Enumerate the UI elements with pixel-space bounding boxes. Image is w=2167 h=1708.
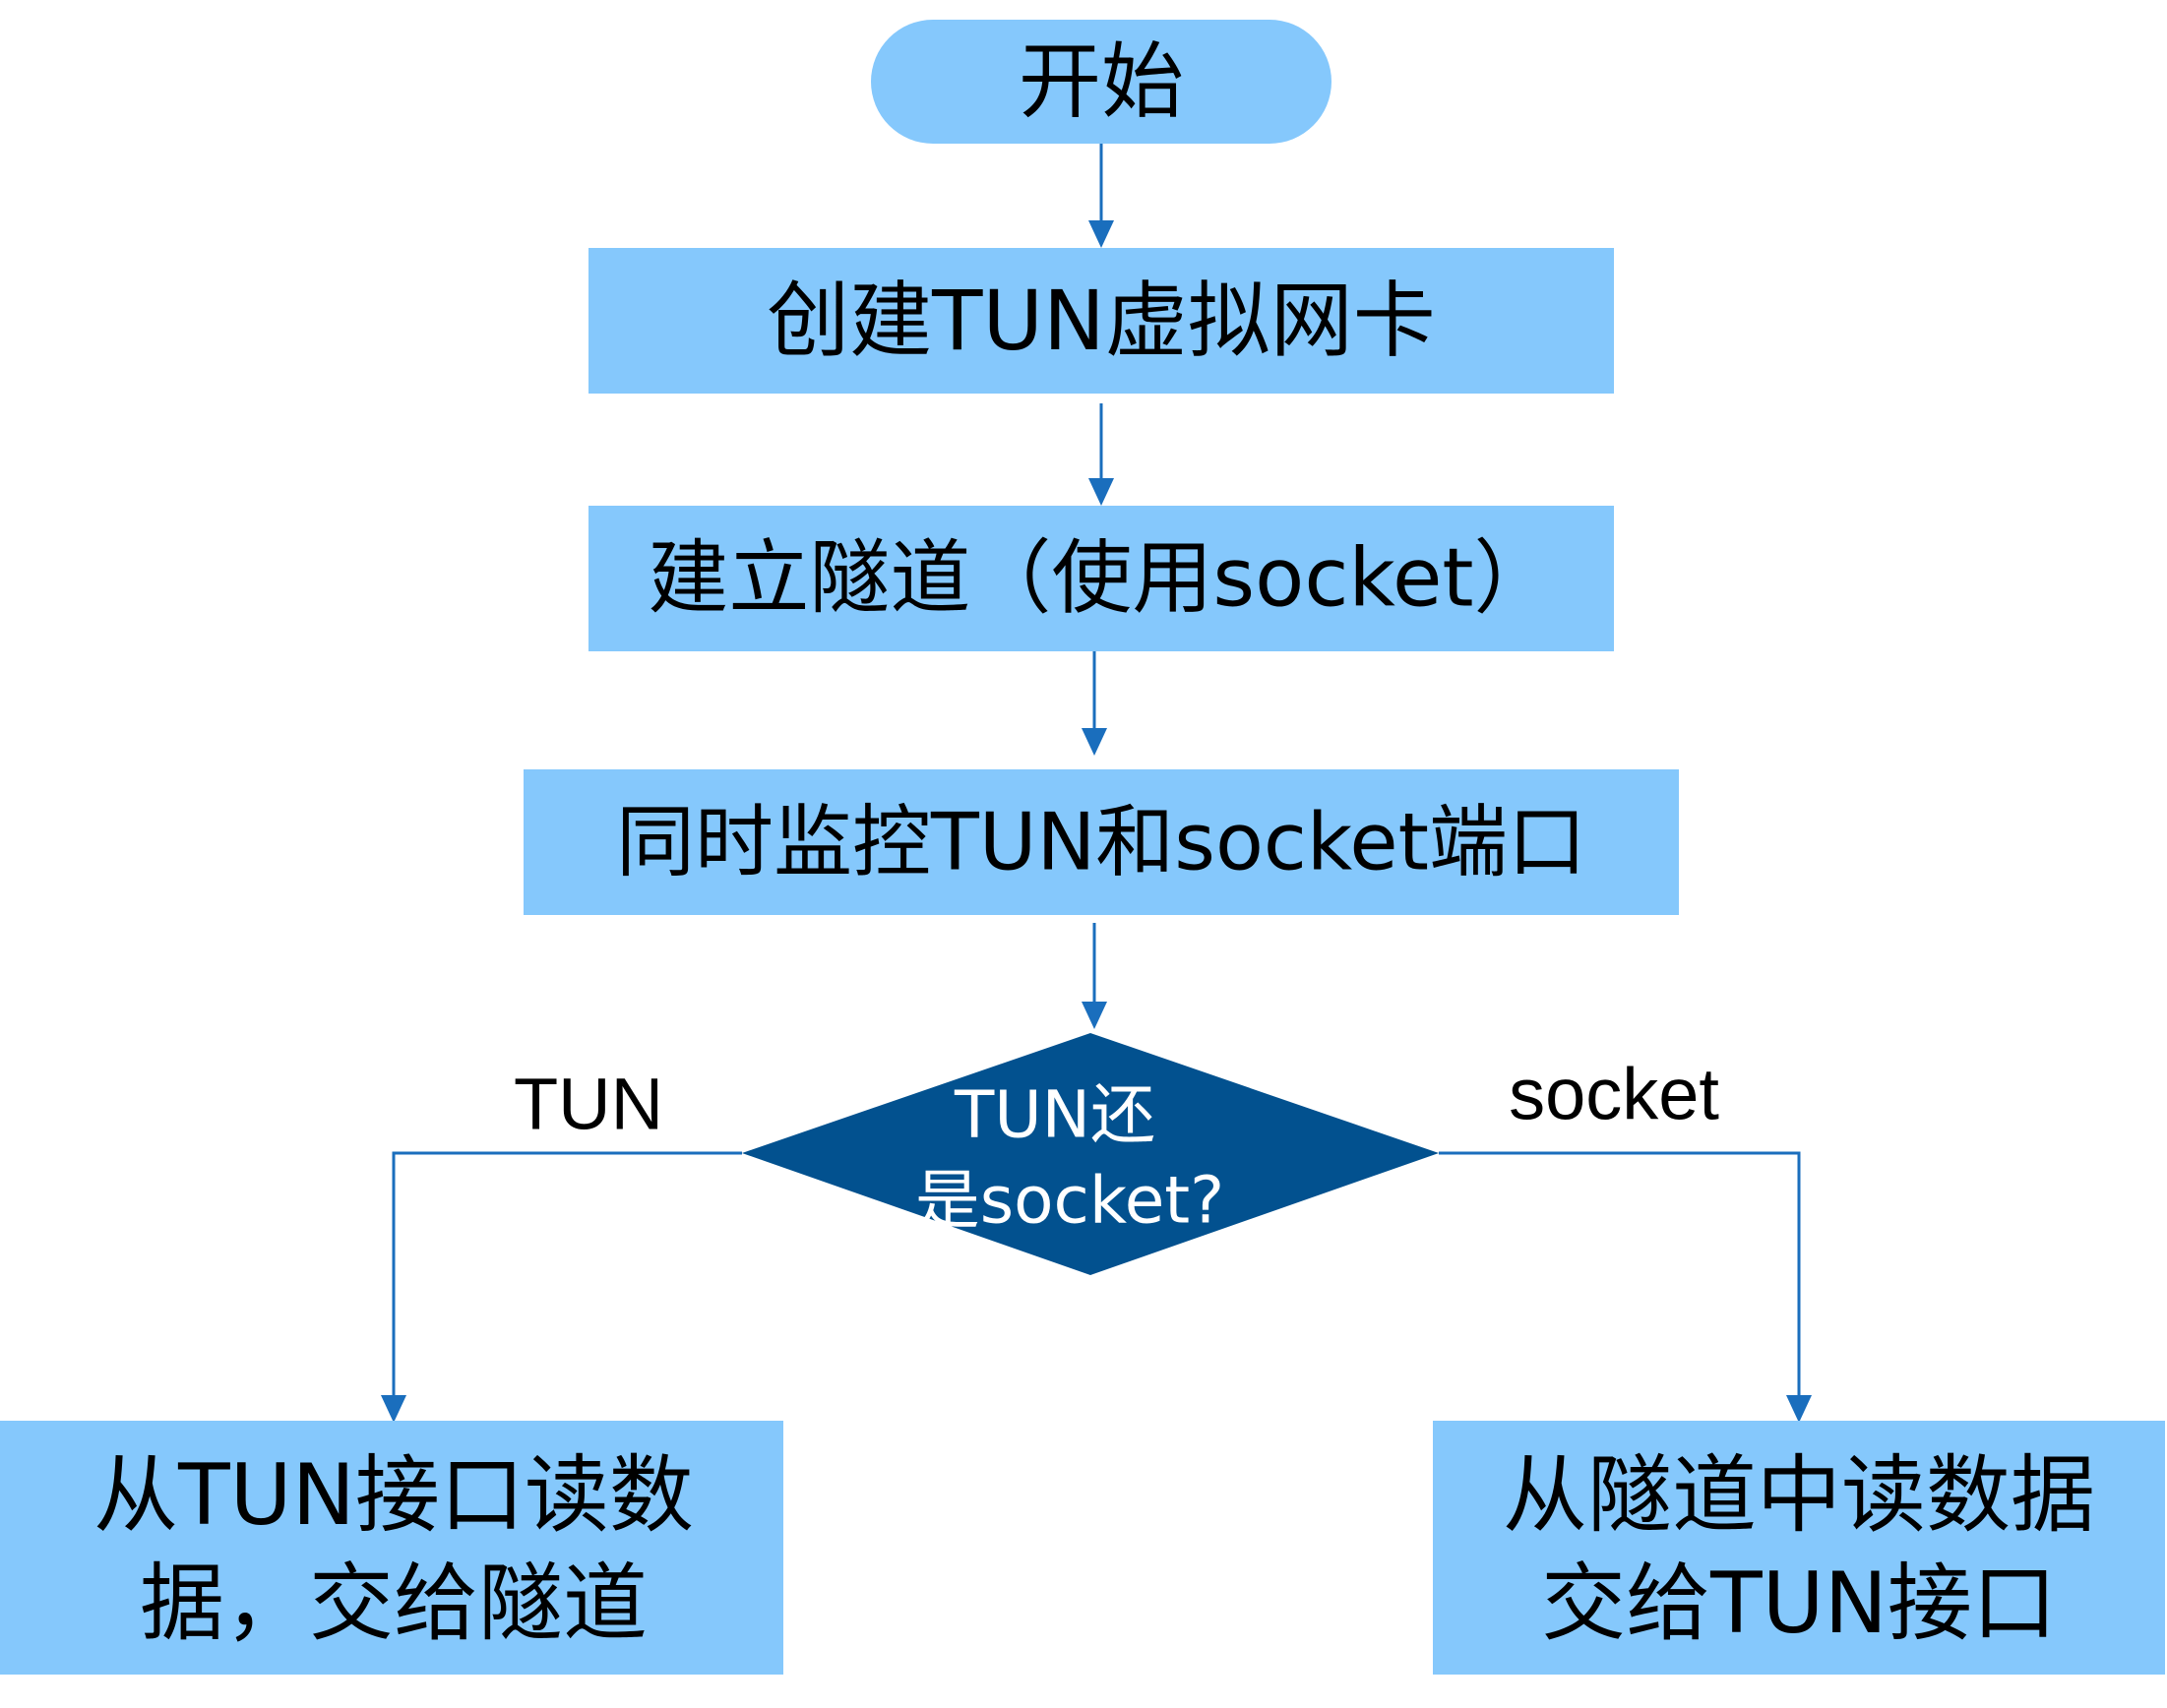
connector-decision-to-read-tun-arrowhead bbox=[381, 1395, 406, 1423]
connector-create-to-tunnel bbox=[1088, 403, 1114, 506]
connector-tunnel-to-monitor-arrowhead bbox=[1082, 728, 1107, 756]
connector-create-to-tunnel-arrowhead bbox=[1088, 478, 1114, 506]
decision-node-shape bbox=[742, 1033, 1439, 1275]
monitor-node-label: 同时监控TUN和socket端口 bbox=[616, 797, 1586, 888]
create-tun-node-shape bbox=[588, 248, 1614, 394]
edge-label-socket: socket bbox=[1509, 1054, 1719, 1135]
start-node: 开始 bbox=[871, 20, 1331, 144]
connector-monitor-to-decision-arrowhead bbox=[1082, 1002, 1107, 1029]
connector-decision-to-read-tunnel-arrowhead bbox=[1786, 1395, 1812, 1423]
decision-node-label-line2: 是socket? bbox=[915, 1163, 1224, 1239]
connector-decision-to-read-tunnel: socket bbox=[1439, 1054, 1812, 1423]
decision-node-label-line1: TUN还 bbox=[954, 1077, 1155, 1153]
connector-decision-to-read-tunnel-line bbox=[1439, 1151, 1801, 1397]
start-node-label: 开始 bbox=[1019, 33, 1184, 130]
connector-start-to-create bbox=[1088, 144, 1114, 248]
build-tunnel-node: 建立隧道（使用socket） bbox=[588, 506, 1614, 651]
monitor-node: 同时监控TUN和socket端口 bbox=[524, 769, 1679, 915]
connector-decision-to-read-tun: TUN bbox=[381, 1064, 742, 1423]
start-node-shape bbox=[871, 20, 1331, 144]
read-tunnel-node: 从隧道中读数据 交给TUN接口 bbox=[1433, 1421, 2165, 1675]
connector-monitor-to-decision bbox=[1082, 923, 1107, 1029]
connector-start-to-create-arrowhead bbox=[1088, 220, 1114, 248]
read-tunnel-node-label-line1: 从隧道中读数据 bbox=[1503, 1446, 2095, 1545]
build-tunnel-node-label: 建立隧道（使用socket） bbox=[648, 532, 1554, 626]
create-tun-node: 创建TUN虚拟网卡 bbox=[588, 248, 1614, 394]
monitor-node-shape bbox=[524, 769, 1679, 915]
build-tunnel-node-shape bbox=[588, 506, 1614, 651]
read-tun-node: 从TUN接口读数 据，交给隧道 bbox=[0, 1421, 783, 1675]
connector-decision-to-read-tun-line bbox=[392, 1151, 742, 1397]
read-tunnel-node-label-line2: 交给TUN接口 bbox=[1541, 1555, 2057, 1653]
read-tunnel-node-shape bbox=[1433, 1421, 2165, 1675]
read-tun-node-shape bbox=[0, 1421, 783, 1675]
read-tun-node-label-line2: 据，交给隧道 bbox=[140, 1555, 648, 1653]
decision-node: TUN还 是socket? bbox=[742, 1033, 1439, 1275]
edge-label-tun: TUN bbox=[514, 1064, 663, 1145]
read-tun-node-label-line1: 从TUN接口读数 bbox=[93, 1446, 694, 1545]
connector-tunnel-to-monitor bbox=[1082, 651, 1107, 756]
create-tun-node-label: 创建TUN虚拟网卡 bbox=[767, 273, 1436, 369]
